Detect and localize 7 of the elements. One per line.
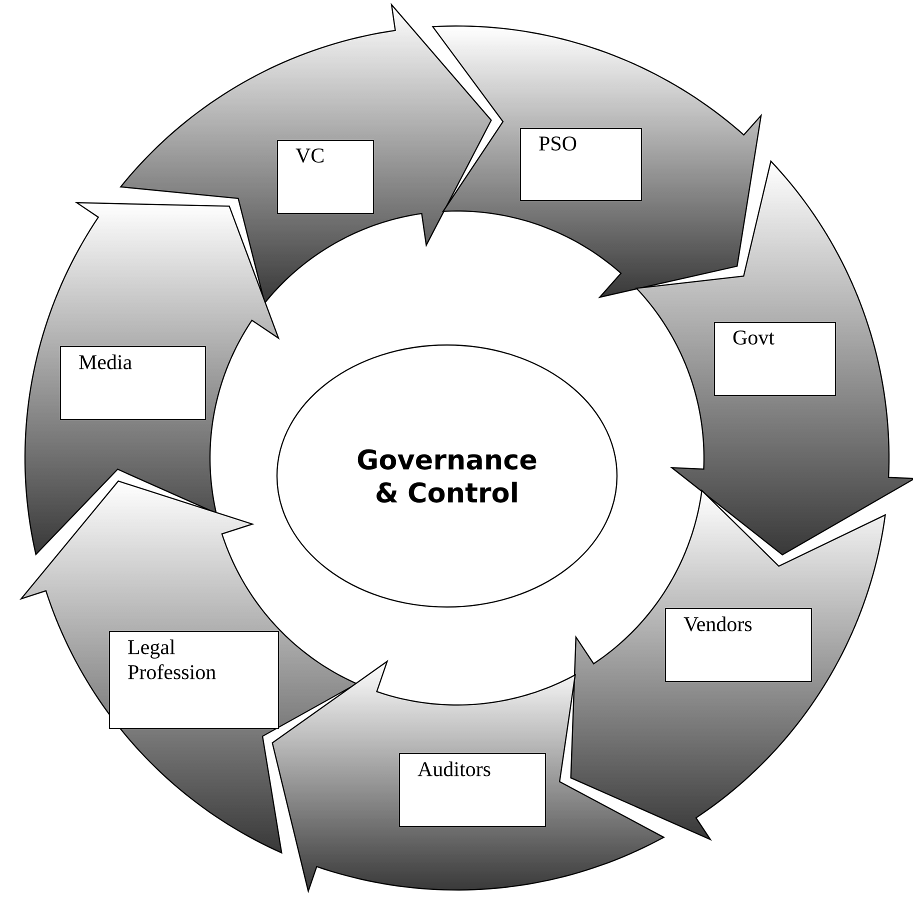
label-box: Govt [714, 322, 836, 396]
label-box: PSO [520, 128, 642, 201]
label-box: Vendors [665, 608, 812, 682]
label-box: Legal Profession [109, 631, 279, 729]
label-box: Auditors [399, 753, 546, 827]
label-box: Media [60, 346, 206, 420]
label-box: VC [277, 140, 374, 214]
